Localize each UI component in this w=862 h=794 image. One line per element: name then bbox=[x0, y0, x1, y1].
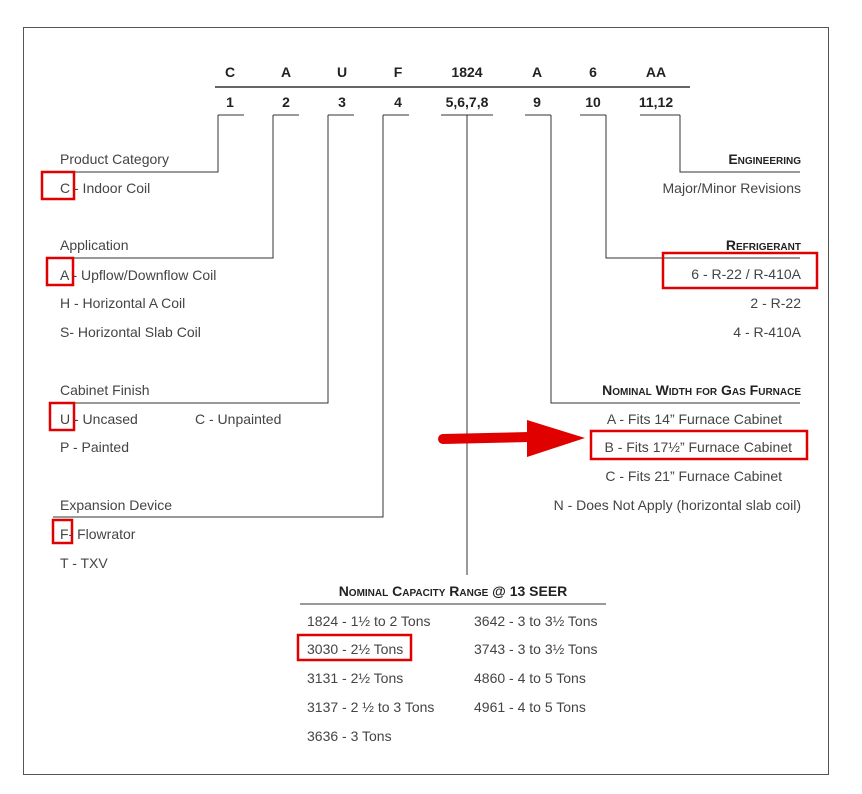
capacity-option: 3131 - 2½ Tons bbox=[307, 670, 404, 686]
code-letter-1: C bbox=[224, 64, 236, 80]
capacity-option: 3137 - 2 ½ to 3 Tons bbox=[307, 699, 435, 715]
nominal-width-option: C - Fits 21” Furnace Cabinet bbox=[605, 468, 782, 484]
capacity-option: 3636 - 3 Tons bbox=[307, 728, 392, 744]
cabinet-finish-option: U - Uncased bbox=[60, 411, 138, 427]
diagram-frame bbox=[23, 27, 829, 775]
cabinet-finish-heading: Cabinet Finish bbox=[60, 382, 150, 398]
refrigerant-option: 4 - R-410A bbox=[733, 324, 801, 340]
nominal-width-option: B - Fits 17½” Furnace Cabinet bbox=[604, 439, 792, 455]
application-option: H - Horizontal A Coil bbox=[60, 295, 186, 311]
product-category-heading: Product Category bbox=[60, 151, 169, 167]
position-number-1: 1 bbox=[226, 94, 234, 110]
capacity-option: 4860 - 4 to 5 Tons bbox=[474, 670, 586, 686]
code-letter-6: A bbox=[531, 64, 543, 80]
position-number-6: 9 bbox=[533, 94, 541, 110]
refrigerant-option: 6 - R-22 / R-410A bbox=[691, 266, 801, 282]
nominal-width-heading: Nominal Width for Gas Furnace bbox=[602, 382, 801, 398]
expansion-device-option: F- Flowrator bbox=[60, 526, 136, 542]
capacity-option: 3743 - 3 to 3½ Tons bbox=[474, 641, 598, 657]
position-number-7: 10 bbox=[585, 94, 601, 110]
product-category-option: C - Indoor Coil bbox=[60, 180, 151, 196]
application-option: S- Horizontal Slab Coil bbox=[60, 324, 201, 340]
refrigerant-heading: Refrigerant bbox=[725, 237, 801, 253]
capacity-option: 4961 - 4 to 5 Tons bbox=[474, 699, 586, 715]
cabinet-finish-option: P - Painted bbox=[60, 439, 130, 455]
position-number-2: 2 bbox=[282, 94, 290, 110]
code-letter-8: AA bbox=[645, 64, 667, 80]
application-heading: Application bbox=[60, 237, 129, 253]
code-letter-2: A bbox=[280, 64, 292, 80]
nominal-width-option: A - Fits 14” Furnace Cabinet bbox=[606, 411, 782, 427]
code-letter-3: U bbox=[336, 64, 348, 80]
code-letter-5: 1824 bbox=[451, 64, 483, 80]
cabinet-finish-option: C - Unpainted bbox=[195, 411, 282, 427]
capacity-option: 3030 - 2½ Tons bbox=[307, 641, 404, 657]
position-number-4: 4 bbox=[394, 94, 402, 110]
position-number-8: 11,12 bbox=[638, 94, 674, 110]
position-number-5: 5,6,7,8 bbox=[445, 94, 489, 110]
position-number-3: 3 bbox=[338, 94, 346, 110]
application-option: A - Upflow/Downflow Coil bbox=[60, 267, 217, 283]
refrigerant-option: 2 - R-22 bbox=[750, 295, 801, 311]
capacity-option: 3642 - 3 to 3½ Tons bbox=[474, 613, 598, 629]
red-arrow-icon bbox=[438, 420, 585, 457]
expansion-device-heading: Expansion Device bbox=[60, 497, 173, 513]
code-letter-4: F bbox=[393, 64, 403, 80]
engineering-heading: Engineering bbox=[728, 151, 801, 167]
capacity-option: 1824 - 1½ to 2 Tons bbox=[307, 613, 431, 629]
expansion-device-option: T - TXV bbox=[60, 555, 108, 571]
engineering-option: Major/Minor Revisions bbox=[662, 180, 801, 196]
nominal-width-option: N - Does Not Apply (horizontal slab coil… bbox=[553, 497, 801, 513]
capacity-heading: Nominal Capacity Range @ 13 SEER bbox=[338, 583, 568, 599]
code-letter-7: 6 bbox=[589, 64, 597, 80]
